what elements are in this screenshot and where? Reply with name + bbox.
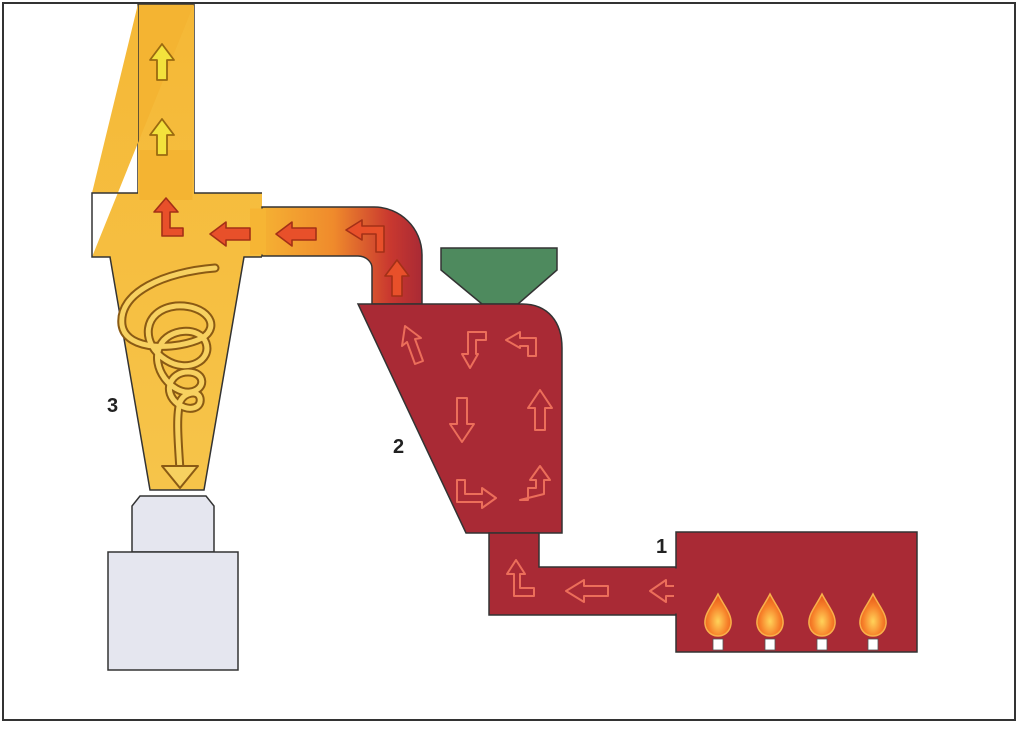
collector-bin bbox=[107, 551, 239, 671]
flame-icon bbox=[756, 592, 784, 637]
arrow-up-icon bbox=[149, 118, 175, 156]
burner-nozzle bbox=[712, 638, 724, 651]
arrow-down-icon bbox=[449, 397, 475, 443]
label-dryer: 2 bbox=[393, 436, 404, 458]
arrow-turn-icon bbox=[345, 219, 385, 253]
burner-nozzle bbox=[867, 638, 879, 651]
burner-nozzle bbox=[764, 638, 776, 651]
product-collector bbox=[107, 495, 239, 671]
arrow-down-icon bbox=[161, 465, 199, 489]
arrow-left-icon bbox=[565, 579, 609, 603]
flame-icon bbox=[859, 592, 887, 637]
label-cyclone: 3 bbox=[107, 395, 118, 417]
arrow-up-icon bbox=[149, 43, 175, 81]
arrow-left-icon bbox=[275, 221, 317, 247]
arrow-turn-icon bbox=[461, 331, 487, 369]
collector-neck bbox=[131, 495, 215, 553]
arrow-turn-icon bbox=[519, 465, 551, 501]
arrow-turn-icon bbox=[506, 559, 535, 597]
burner-nozzle bbox=[816, 638, 828, 651]
arrow-turn-icon bbox=[456, 479, 497, 509]
arrow-up-icon bbox=[527, 389, 553, 431]
air-heater bbox=[674, 531, 918, 653]
label-heater: 1 bbox=[656, 536, 667, 558]
cyclone-separator bbox=[91, 3, 262, 491]
arrow-turn-icon bbox=[153, 197, 184, 237]
arrow-up-icon bbox=[401, 325, 424, 365]
drying-chamber bbox=[356, 303, 563, 534]
flame-icon bbox=[704, 592, 732, 637]
arrow-up-icon bbox=[384, 259, 410, 297]
flame-icon bbox=[808, 592, 836, 637]
arrow-turn-icon bbox=[505, 331, 537, 357]
arrow-left-icon bbox=[209, 221, 251, 247]
cyclone-body bbox=[92, 4, 262, 490]
